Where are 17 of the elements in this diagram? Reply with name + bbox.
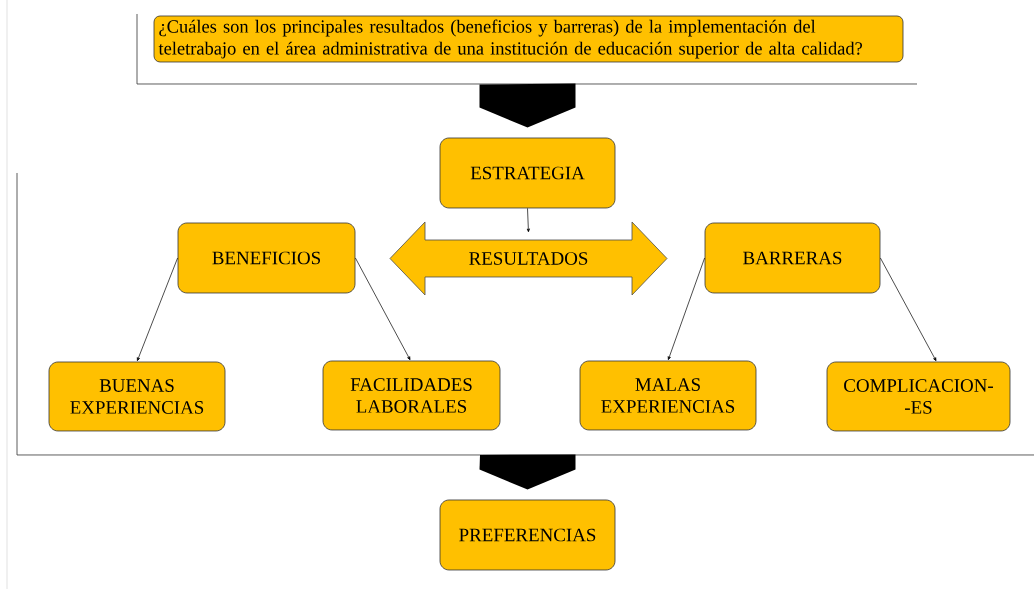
arrow bbox=[526, 208, 530, 233]
process-box: BUENAS EXPERIENCIAS bbox=[48, 361, 226, 432]
question-box: ¿Cuáles son los principales resultados (beneficios y barreras) de la implementación del teletrabajo en el área administrativa de una institución de educación superior de alta calidad? bbox=[153, 15, 904, 63]
process-box: ESTRATEGIA bbox=[439, 137, 616, 209]
process-box: BARRERAS bbox=[704, 222, 881, 294]
block-arrow bbox=[479, 454, 576, 490]
process-box: FACILIDADES LABORALES bbox=[322, 360, 501, 431]
process-box: MALAS EXPERIENCIAS bbox=[579, 360, 757, 431]
process-box: COMPLICACION- -ES bbox=[826, 361, 1011, 432]
process-box: PREFERENCIAS bbox=[439, 499, 616, 571]
arrow bbox=[136, 257, 178, 362]
arrow bbox=[880, 257, 937, 362]
process-box: BENEFICIOS bbox=[177, 222, 356, 294]
arrow bbox=[355, 257, 411, 361]
double-pointed-banner: RESULTADOS bbox=[389, 221, 668, 296]
block-arrow bbox=[479, 83, 576, 128]
arrow bbox=[667, 257, 705, 361]
